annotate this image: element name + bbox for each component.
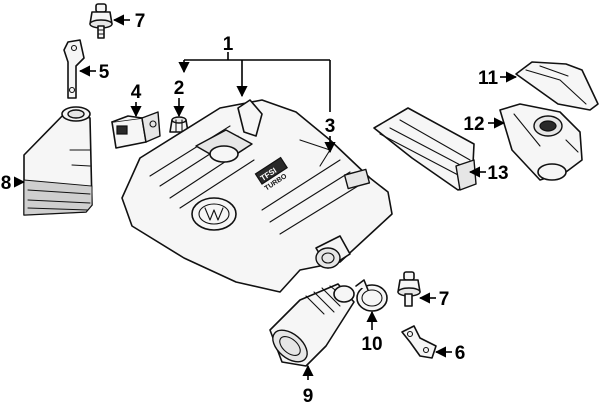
cover-outlet [315,235,351,269]
callout-1: 1 [223,34,234,55]
air-guide-part-13 [373,107,477,191]
callout-7-bottom: 7 [439,289,450,310]
callout-10: 10 [361,334,382,355]
air-intake-duct-part-8 [23,106,93,216]
callout-9: 9 [303,386,314,407]
callout-6: 6 [455,343,466,364]
callout-8: 8 [1,173,12,194]
nut-part-2 [169,116,189,133]
sensor-part-7-top [89,3,113,39]
hose-clamp-part-10 [355,279,388,312]
bracket-part-5 [63,39,85,99]
callout-labels: 1 2 3 4 5 6 7 7 8 9 10 11 12 13 [1,11,509,407]
bracket-part-6 [401,325,437,359]
callout-5: 5 [99,62,110,83]
sensor-part-7-bottom [397,271,421,307]
leader-lines [13,14,518,380]
callout-3: 3 [325,116,336,137]
engine-cover: TFSI TURBO [121,99,393,293]
callout-7-top: 7 [135,11,146,32]
callout-2: 2 [174,78,185,99]
callout-12: 12 [463,114,484,135]
air-filter-housing-part-12 [499,103,583,181]
callout-4: 4 [131,82,142,103]
resonator-cover-part-11 [515,61,599,111]
callout-11: 11 [478,68,499,89]
callout-13: 13 [487,163,508,184]
intake-hose-part-9 [269,283,355,367]
air-flow-sensor-part-4 [111,111,161,149]
